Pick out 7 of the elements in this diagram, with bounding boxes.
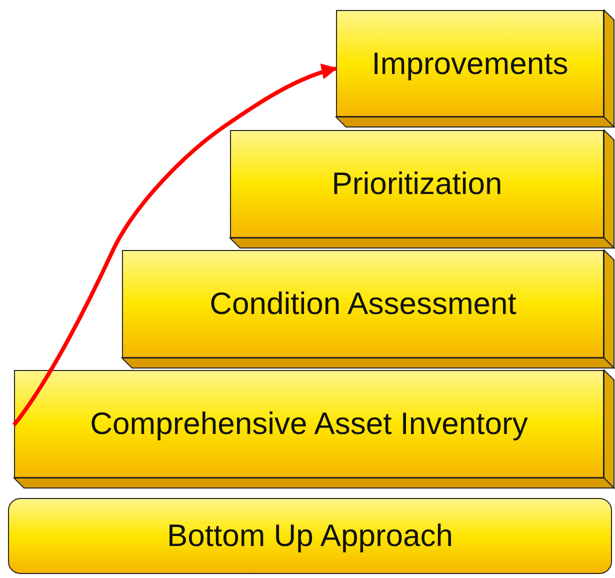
base-bar xyxy=(8,498,612,574)
step-label: Prioritization xyxy=(332,166,502,202)
step-label: Improvements xyxy=(372,46,568,82)
step-label: Bottom Up Approach xyxy=(166,518,454,554)
step-label: Condition Assessment xyxy=(210,286,516,322)
step-label: Comprehensive Asset Inventory xyxy=(90,406,528,442)
curved-arrow xyxy=(12,64,338,426)
